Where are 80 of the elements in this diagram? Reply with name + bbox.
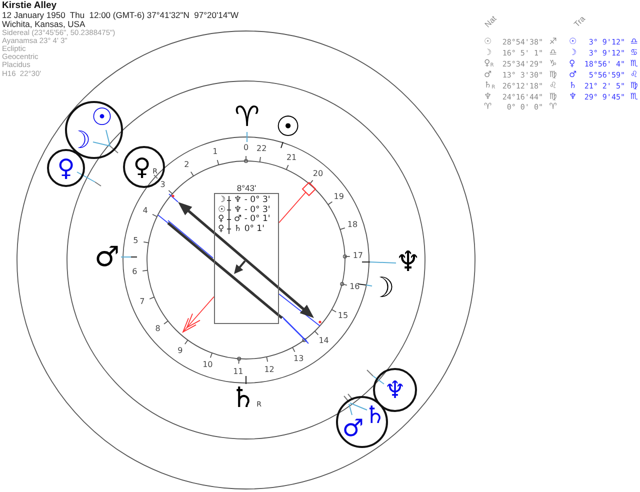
planet-glyph: ☽ xyxy=(569,48,577,58)
planet-glyph: ♀ xyxy=(218,224,224,233)
planet-glyph: ♄$_{R}$ xyxy=(484,81,496,90)
planet-glyph: ♆ xyxy=(384,378,406,402)
planet-glyph: ♂ xyxy=(342,416,364,440)
planet-glyph: ♄ xyxy=(230,384,256,412)
sign-glyph: ♍ xyxy=(549,92,557,101)
planet-glyph: ☉ xyxy=(91,105,113,129)
planet-glyph: ♀ xyxy=(57,156,75,180)
planet-glyph: ♀ xyxy=(569,60,576,68)
division-number: 8 xyxy=(155,324,160,333)
division-number: 0 xyxy=(243,144,249,152)
division-number: 17 xyxy=(352,252,364,260)
sign-glyph: ♑ xyxy=(549,60,557,68)
planet-glyph: ☽ xyxy=(69,128,91,152)
planet-ring xyxy=(123,146,165,188)
sign-glyph: ♍ xyxy=(630,81,638,90)
division-number: 7 xyxy=(140,298,145,306)
planet-glyph: ☽ xyxy=(484,48,492,58)
planet-glyph: ☉ xyxy=(275,113,301,141)
division-number: 3 xyxy=(160,181,166,190)
division-number: 9 xyxy=(178,346,183,355)
division-number: 13 xyxy=(293,354,304,363)
column-heading: Tra xyxy=(573,15,587,29)
column-heading: Nat xyxy=(484,14,498,30)
division-number: 19 xyxy=(334,193,344,202)
division-number: 1 xyxy=(212,148,218,156)
sign-glyph: ♎ xyxy=(630,38,638,46)
planet-ring xyxy=(336,396,388,448)
planet-glyph: ☽ xyxy=(369,274,395,302)
division-number: 15 xyxy=(338,312,348,320)
planet-glyph: ♆ xyxy=(569,92,577,101)
planet-glyph: ♆ xyxy=(395,248,421,276)
sign-glyph: ♍ xyxy=(549,70,557,79)
planet-glyph: ♀ xyxy=(133,155,151,179)
planet-ring xyxy=(47,149,85,187)
planet-glyph: ☉ xyxy=(218,206,226,214)
division-number: 12 xyxy=(264,366,274,374)
aspect-entry: ♆ - 0° 3' xyxy=(234,206,270,214)
sign-glyph: ♎ xyxy=(549,48,557,58)
division-number: 6 xyxy=(132,268,138,276)
division-number: 21 xyxy=(286,154,297,162)
birth-data: 12 January 1950 Thu 12:00 (GMT-6) 37°41'32"N 97°20'14"W xyxy=(2,11,239,20)
division-number: 4 xyxy=(142,206,148,215)
sign-glyph: ♌ xyxy=(630,70,638,79)
planet-ring xyxy=(65,101,123,159)
chart-title: Kirstie Alley xyxy=(2,1,57,10)
division-number: 20 xyxy=(312,170,324,178)
planet-glyph: ♀ xyxy=(218,215,224,224)
planet-glyph: ♆ xyxy=(484,92,492,101)
sign-glyph: ♈ xyxy=(549,103,557,112)
sign-glyph: ♐ xyxy=(549,38,557,46)
division-number: 16 xyxy=(350,283,360,292)
aspect-entry: ♆ - 0° 3' xyxy=(234,196,270,204)
sign-glyph: ♏ xyxy=(630,60,638,68)
division-number: 11 xyxy=(233,368,244,376)
aspect-entry: ♄ 0° 1' xyxy=(234,224,264,233)
birth-place: Wichita, Kansas, USA xyxy=(2,20,86,28)
planet-glyph: ☽ xyxy=(218,196,226,204)
division-number: 2 xyxy=(184,161,190,170)
division-number: 18 xyxy=(347,221,358,230)
sign-glyph: ♈ xyxy=(234,103,260,131)
division-number: 5 xyxy=(133,236,138,245)
planet-glyph: ♈ xyxy=(484,103,492,112)
division-number: 22 xyxy=(256,145,267,154)
planet-glyph: ♂ xyxy=(484,70,492,79)
sign-glyph: ♋ xyxy=(630,48,638,58)
division-number: 10 xyxy=(202,361,213,370)
planet-glyph: ♄ xyxy=(569,81,577,90)
sign-glyph: ♌ xyxy=(549,81,557,90)
division-number: 14 xyxy=(318,336,329,345)
planet-glyph: ☉ xyxy=(484,38,492,46)
planet-glyph: ☉ xyxy=(569,38,577,46)
planet-glyph: ♀$_{R}$ xyxy=(484,59,494,68)
planet-glyph: ♄ xyxy=(364,403,386,427)
degree-heading: 8°43' xyxy=(236,184,256,192)
planet-glyph: ♂ xyxy=(569,70,577,79)
planet-glyph: ♂ xyxy=(94,243,120,271)
aspect-entry: ♂ - 0° 1' xyxy=(234,215,270,224)
sign-glyph: ♏ xyxy=(630,92,638,101)
